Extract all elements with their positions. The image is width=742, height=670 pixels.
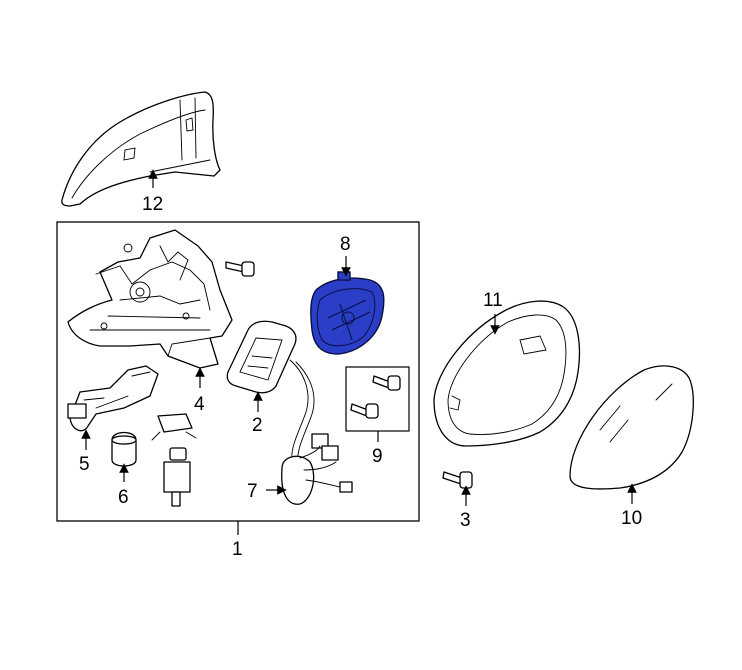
part-11-mirror-holder[interactable] xyxy=(433,300,581,447)
connector-part[interactable] xyxy=(163,447,191,507)
part-12-mirror-cap[interactable] xyxy=(61,91,221,207)
callout-10[interactable]: 10 xyxy=(621,508,642,529)
callout-12[interactable]: 12 xyxy=(142,194,163,215)
callout-1[interactable]: 1 xyxy=(232,539,243,560)
screw-near-base[interactable] xyxy=(225,261,255,277)
part-9-screw-upper xyxy=(372,375,401,391)
part-8-mirror-actuator[interactable] xyxy=(310,271,385,355)
part-10-mirror-glass[interactable] xyxy=(569,365,694,490)
part-7-wire-harness[interactable] xyxy=(281,359,353,505)
part-2-gasket[interactable] xyxy=(226,320,297,394)
clip-part[interactable] xyxy=(151,413,197,441)
callout-3[interactable]: 3 xyxy=(460,510,471,531)
part-5-mounting-bracket[interactable] xyxy=(67,365,159,432)
callout-7[interactable]: 7 xyxy=(247,481,258,502)
callout-4[interactable]: 4 xyxy=(194,394,205,415)
callout-5[interactable]: 5 xyxy=(79,454,90,475)
part-4-mirror-base[interactable] xyxy=(67,229,233,369)
callout-6[interactable]: 6 xyxy=(118,487,129,508)
callout-2[interactable]: 2 xyxy=(252,415,263,436)
part-6-bulb-socket[interactable] xyxy=(111,431,137,467)
callout-11[interactable]: 11 xyxy=(483,290,503,311)
part-3-screw[interactable] xyxy=(442,471,473,489)
callout-8[interactable]: 8 xyxy=(340,234,351,255)
part-9-screw-lower xyxy=(350,403,379,419)
callout-9[interactable]: 9 xyxy=(372,446,383,467)
